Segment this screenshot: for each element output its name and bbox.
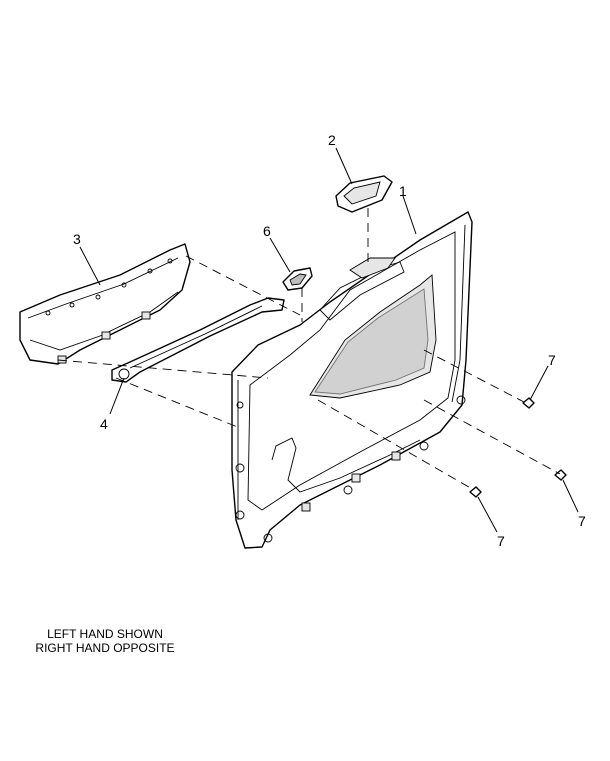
alignment-lines xyxy=(57,208,561,491)
clip-c xyxy=(469,486,482,498)
bezel xyxy=(335,175,393,213)
callout-7c: 7 xyxy=(497,533,505,549)
orientation-note: LEFT HAND SHOWN RIGHT HAND OPPOSITE xyxy=(0,627,210,655)
clip-b xyxy=(554,469,567,481)
callout-1: 1 xyxy=(399,183,407,199)
trim-strip xyxy=(111,297,285,383)
switch xyxy=(282,267,313,291)
note-line-2: RIGHT HAND OPPOSITE xyxy=(35,641,175,655)
callout-7a: 7 xyxy=(548,352,556,368)
callout-4: 4 xyxy=(100,416,108,432)
clip-a xyxy=(522,397,535,409)
door-trim-panel xyxy=(231,211,473,549)
callout-7b: 7 xyxy=(578,513,586,529)
note-line-1: LEFT HAND SHOWN xyxy=(47,627,163,641)
leader-lines xyxy=(79,147,579,533)
callout-3: 3 xyxy=(73,231,81,247)
callout-6: 6 xyxy=(263,223,271,239)
armrest-trim xyxy=(19,243,191,365)
callout-2: 2 xyxy=(328,132,336,148)
